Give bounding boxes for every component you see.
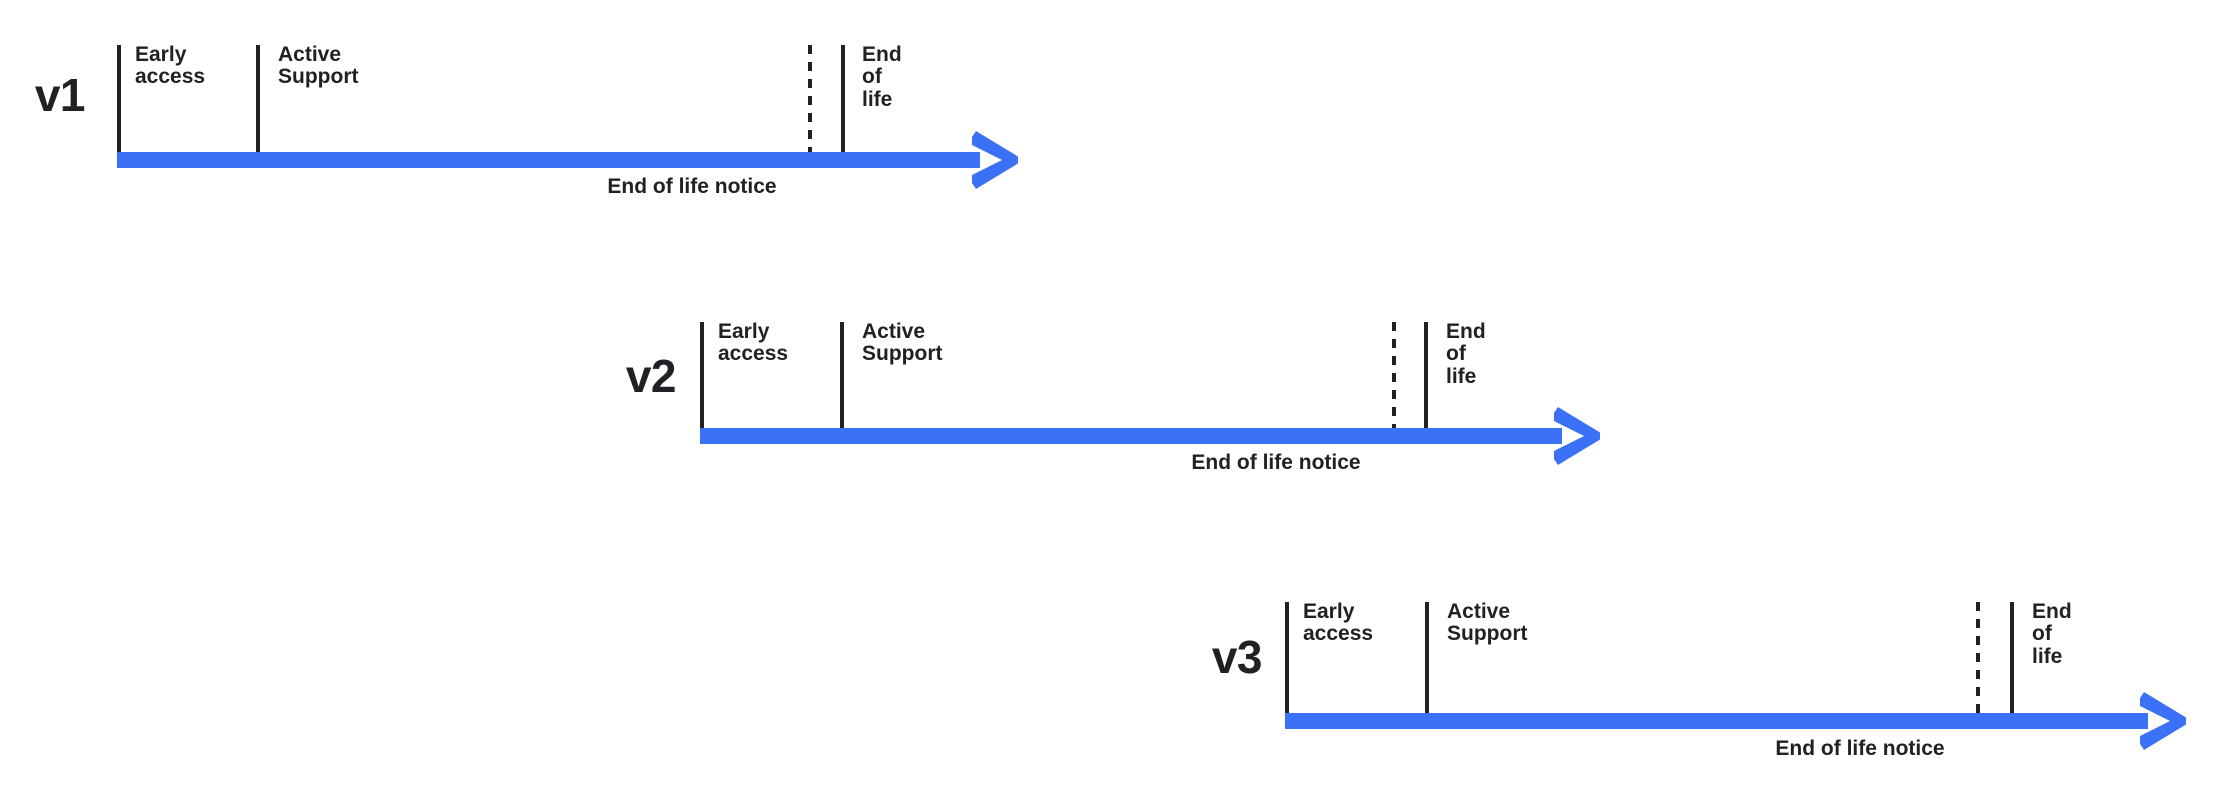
timeline-shaft-v2 bbox=[700, 428, 1562, 444]
version-label-v3: v3 bbox=[1211, 631, 1263, 683]
end-of-life-notice-label-v1: End of life notice bbox=[607, 175, 777, 198]
phase-label-end_of_life-v1: End of life bbox=[862, 43, 902, 111]
phase-label-end_of_life-v2: End of life bbox=[1446, 320, 1486, 388]
phase-divider-v2-0 bbox=[700, 322, 704, 428]
phase-divider-v1-0 bbox=[117, 45, 121, 152]
version-label-v1: v1 bbox=[34, 69, 86, 121]
arrowhead-icon-v3 bbox=[2140, 692, 2186, 750]
end-of-life-notice-label-v3: End of life notice bbox=[1775, 737, 1945, 760]
version-label-v2: v2 bbox=[625, 350, 677, 402]
phase-label-early_access-v1: Early access bbox=[135, 43, 206, 89]
phase-divider-v3-0 bbox=[1285, 602, 1289, 713]
dashed-marker-v2-2 bbox=[1392, 322, 1396, 428]
timeline-shaft-v1 bbox=[117, 152, 980, 168]
end-of-life-notice-label-v2: End of life notice bbox=[1191, 451, 1361, 474]
dashed-marker-v3-2 bbox=[1976, 602, 1980, 713]
timeline-shaft-v3 bbox=[1285, 713, 2148, 729]
phase-divider-v2-3 bbox=[1424, 322, 1428, 428]
phase-label-end_of_life-v3: End of life bbox=[2032, 600, 2072, 668]
arrowhead-icon-v2 bbox=[1554, 407, 1600, 465]
phase-divider-v2-1 bbox=[840, 322, 844, 428]
phase-label-active_support-v1: Active Support bbox=[278, 43, 359, 89]
dashed-marker-v1-2 bbox=[808, 45, 812, 152]
phase-label-active_support-v3: Active Support bbox=[1447, 600, 1528, 646]
phase-label-early_access-v3: Early access bbox=[1303, 600, 1374, 646]
phase-label-active_support-v2: Active Support bbox=[862, 320, 943, 366]
phase-label-early_access-v2: Early access bbox=[718, 320, 789, 366]
phase-divider-v3-1 bbox=[1425, 602, 1429, 713]
phase-divider-v3-3 bbox=[2010, 602, 2014, 713]
arrowhead-icon-v1 bbox=[972, 131, 1018, 189]
phase-divider-v1-3 bbox=[841, 45, 845, 152]
phase-divider-v1-1 bbox=[256, 45, 260, 152]
